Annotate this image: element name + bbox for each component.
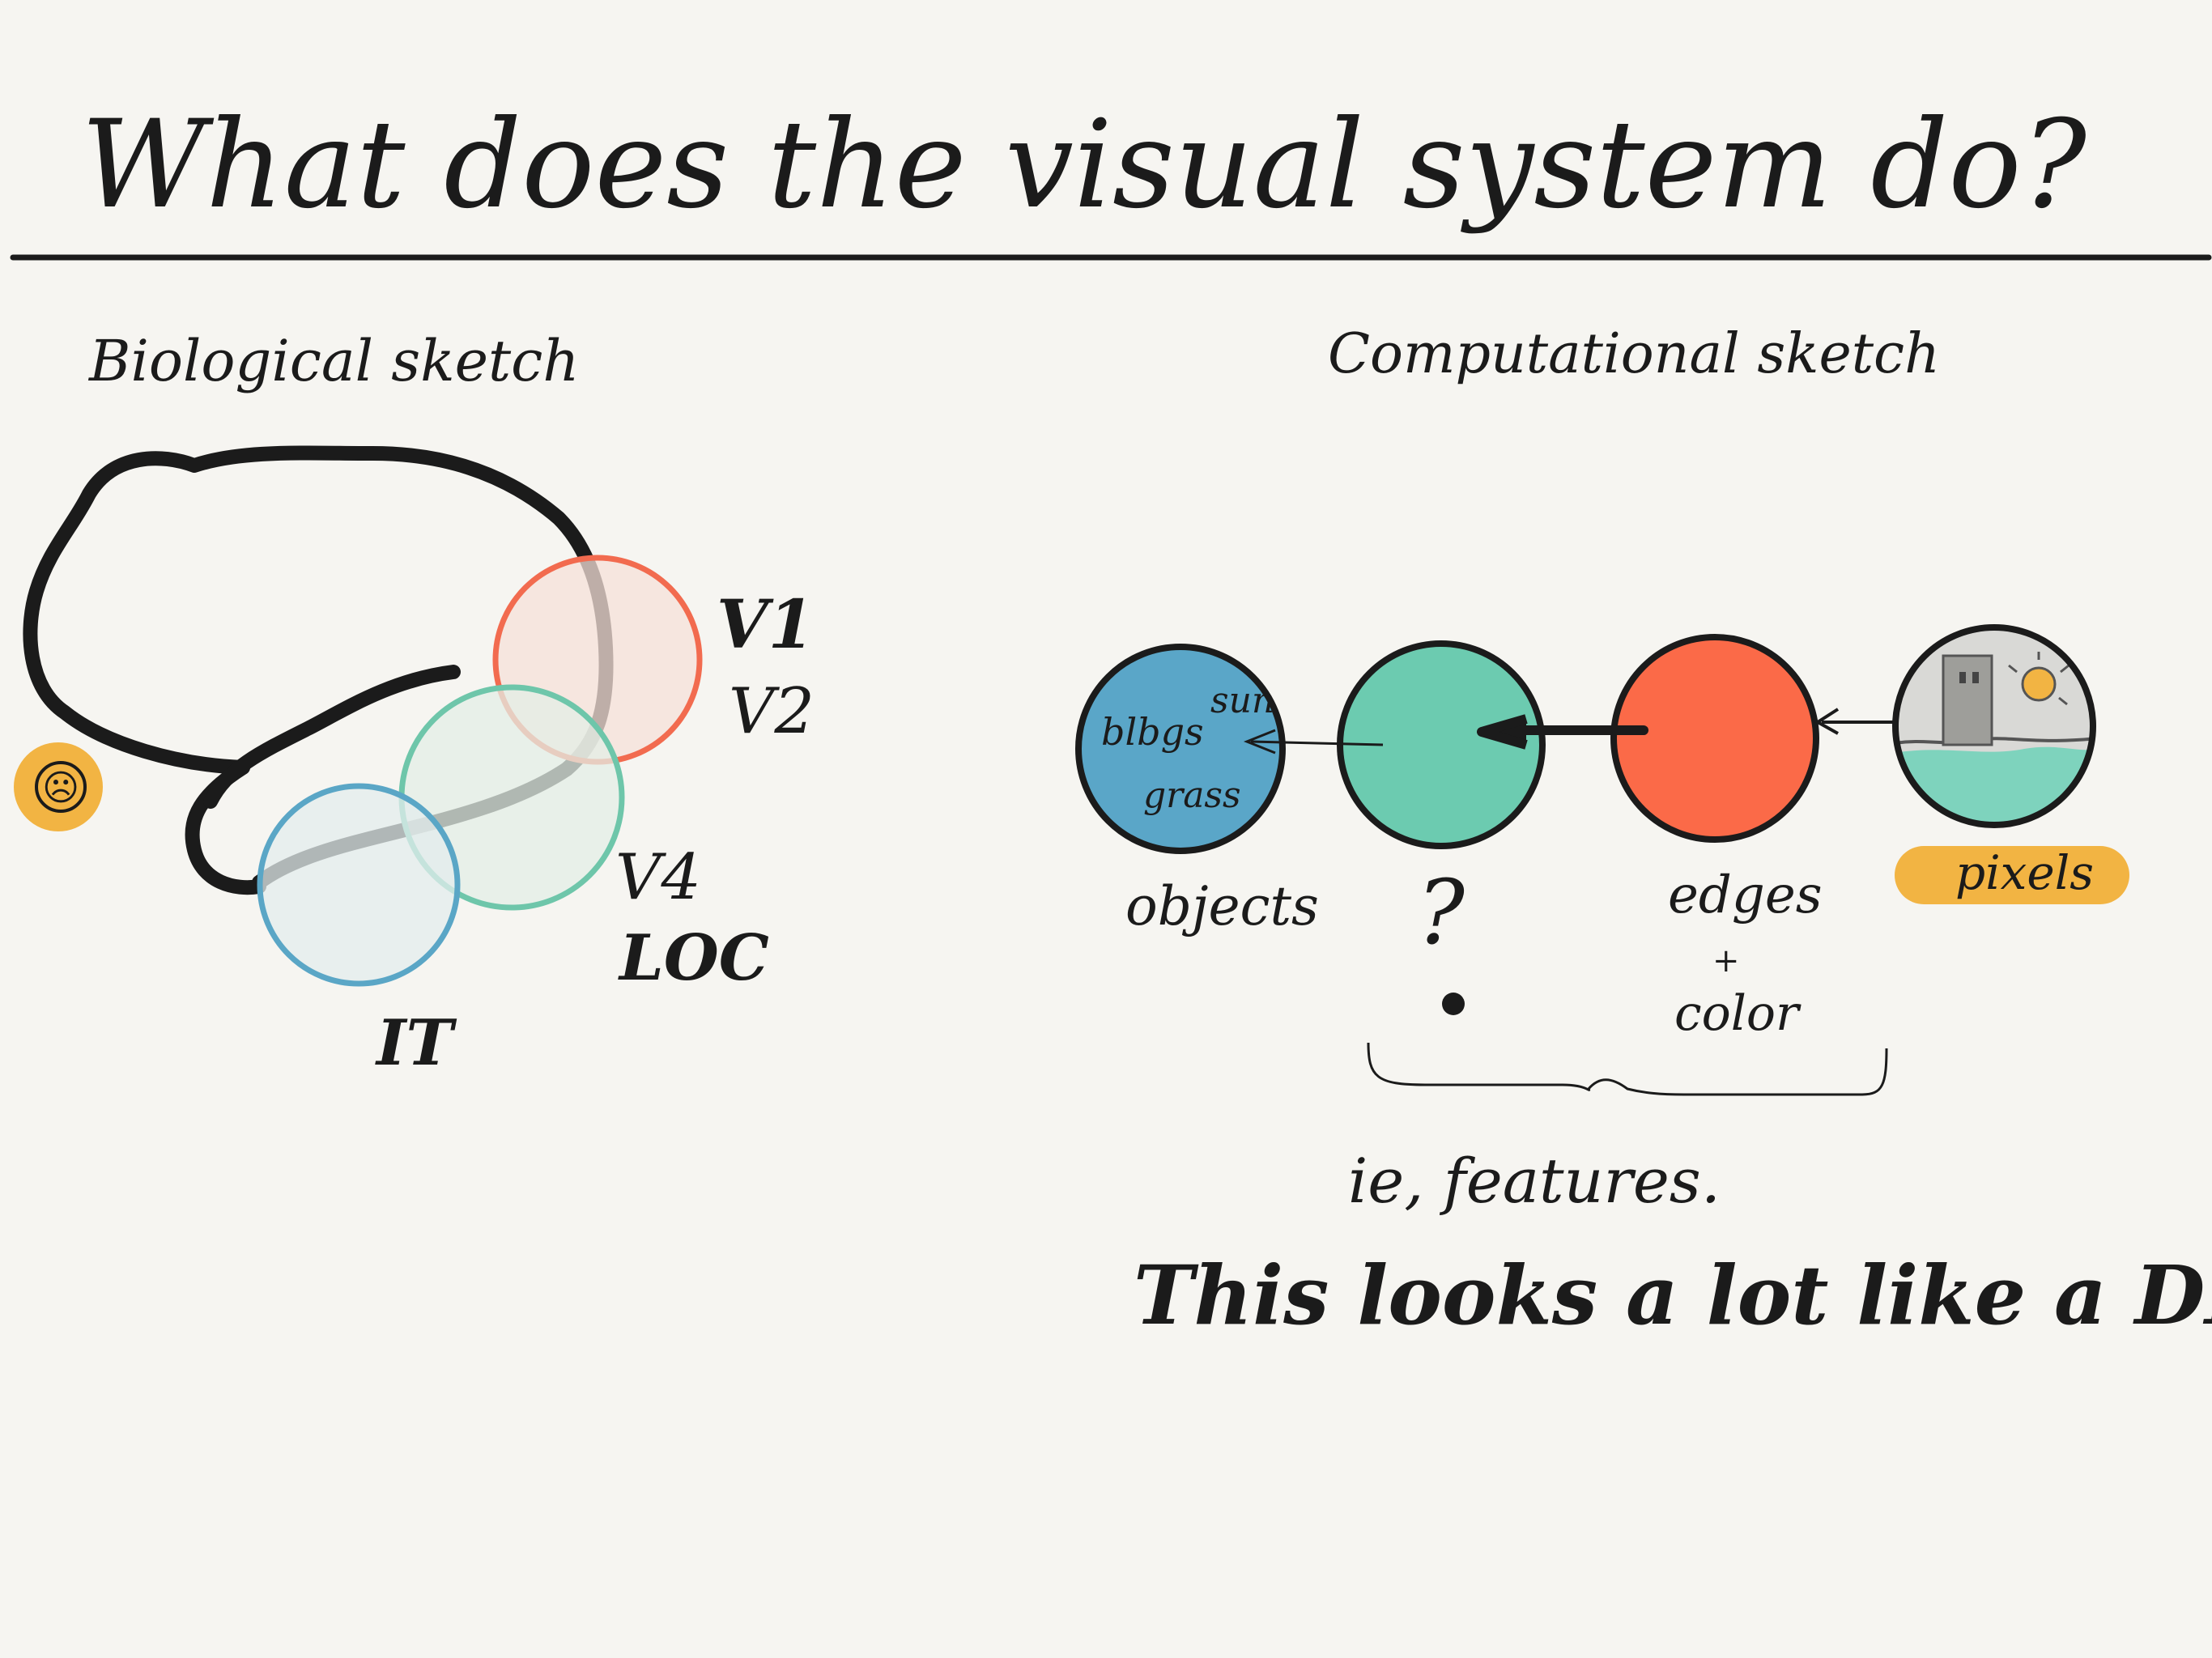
edges-label: edges: [1668, 865, 1823, 925]
features-brace: [1367, 1042, 1888, 1096]
node-objects: blbgs sun grass: [1075, 644, 1286, 854]
pixels-highlight: [1895, 846, 2129, 904]
node-edges: [1610, 634, 1819, 843]
arrow-pixels-to-edges: [1814, 708, 1895, 735]
objects-inner-sun: sun: [1210, 680, 1274, 721]
pixels-label: pixels: [1955, 845, 2094, 900]
v4-label: V4: [615, 841, 701, 914]
sun-icon: [2008, 652, 2069, 706]
face-marker: ☹: [14, 742, 103, 831]
v2-label: V2: [729, 675, 815, 748]
features-caption: ie, features.: [1348, 1145, 1721, 1217]
page-title: What does the visual system do?: [81, 95, 2088, 236]
arrow-edges-to-unknown: [1477, 714, 1648, 750]
node-pixels: [1892, 624, 2096, 828]
objects-inner-blbgs: blbgs: [1101, 710, 1204, 754]
objects-inner-grass: grass: [1143, 775, 1241, 816]
objects-label: objects: [1125, 875, 1319, 937]
conclusion-text: This looks a lot like a DNN!: [1134, 1248, 2212, 1343]
pixels-building: [1942, 654, 1993, 746]
color-label: color: [1674, 985, 1802, 1042]
biological-heading: Biological sketch: [87, 328, 579, 394]
unknown-label: ?: [1417, 861, 1465, 964]
unknown-dot: [1442, 993, 1465, 1015]
brain-sulcus: [203, 665, 461, 809]
loc-label: LOC: [618, 921, 769, 995]
v1-label: V1: [717, 586, 815, 664]
it-region: [257, 783, 461, 987]
arrow-unknown-to-objects: [1243, 729, 1384, 755]
title-underline: [10, 252, 2212, 261]
face-symbol-icon: ☹: [42, 767, 79, 809]
computational-heading: Computational sketch: [1328, 322, 1940, 386]
it-label: IT: [375, 1006, 457, 1080]
edges-plus: +: [1712, 942, 1740, 980]
